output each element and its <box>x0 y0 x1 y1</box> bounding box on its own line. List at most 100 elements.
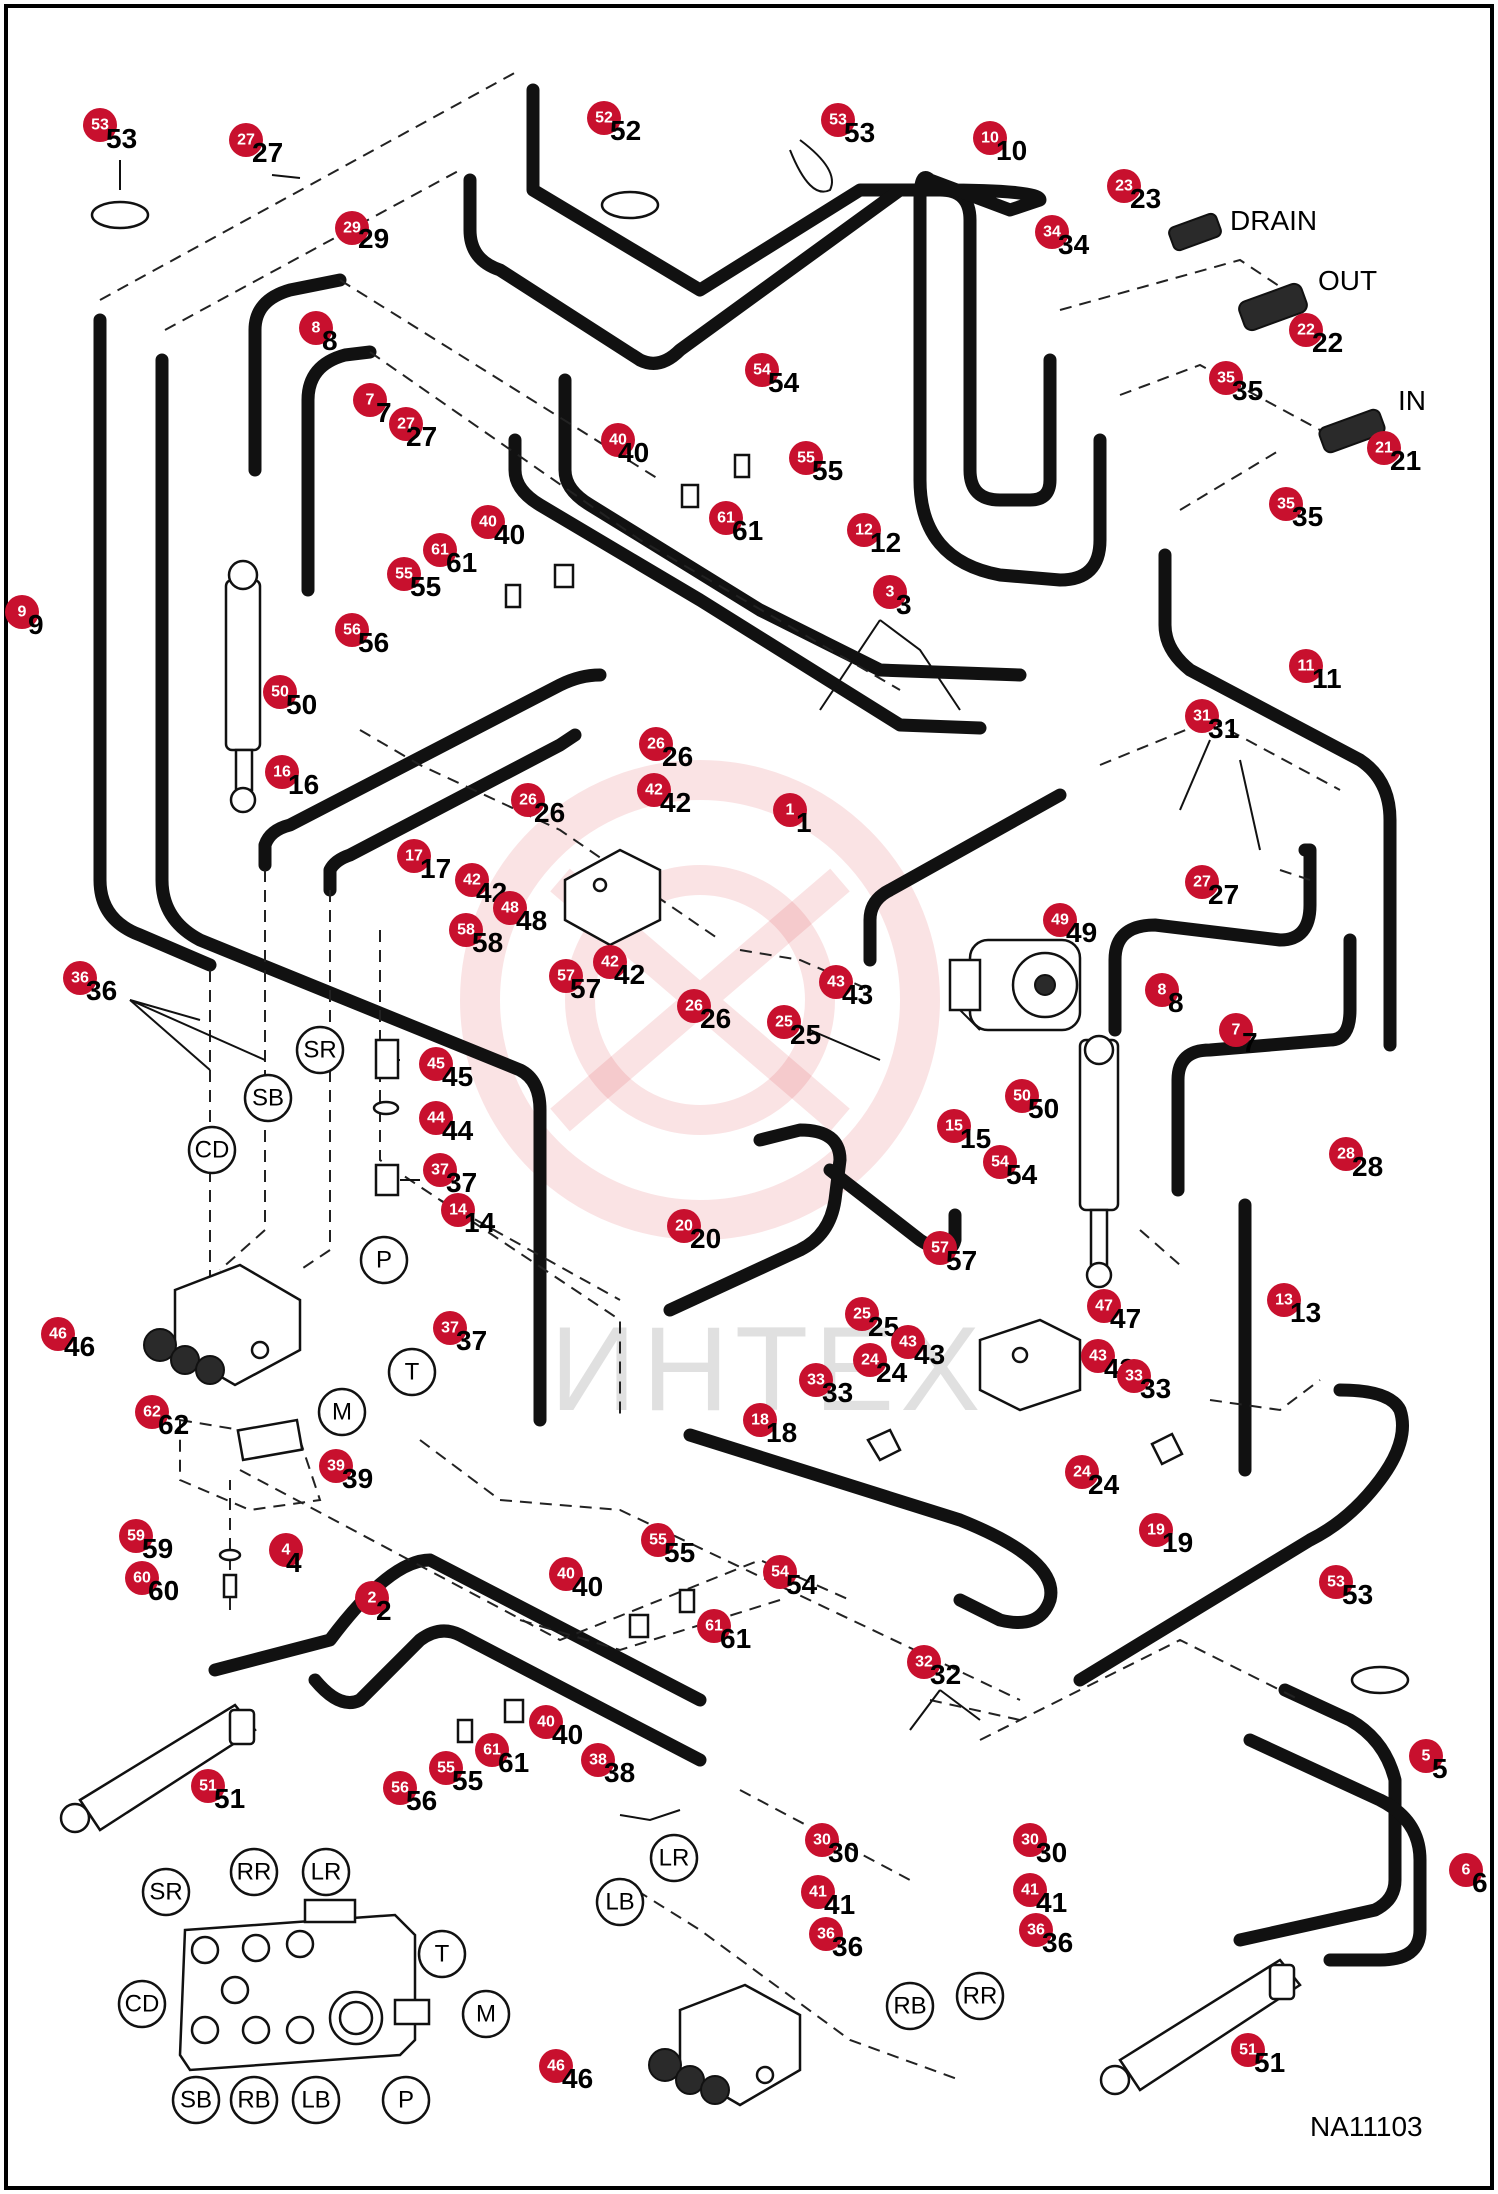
hose-12 <box>463 171 1107 587</box>
part-number-label: 9 <box>28 609 44 640</box>
port-tag-lb: LB <box>595 1877 645 1927</box>
part-number-label: 4 <box>286 1547 302 1578</box>
part-number-label: 33 <box>822 1377 853 1408</box>
port-tag-circle <box>359 1235 409 1285</box>
hose-1 <box>863 788 1067 967</box>
port-tag-label: T <box>435 1941 450 1968</box>
callout-bubble-number: 53 <box>829 112 847 129</box>
part-number-label: 11 <box>1312 663 1342 694</box>
part-number-label: 8 <box>1168 987 1184 1018</box>
callout-bubble-number: 50 <box>1013 1088 1031 1105</box>
callout-bubble-number: 26 <box>519 792 537 809</box>
callout-bubble-number: 42 <box>463 872 481 889</box>
part-number-label: 28 <box>1352 1151 1383 1182</box>
callout-bubble-number: 23 <box>1115 178 1133 195</box>
callout-bubble-number: 61 <box>717 510 735 527</box>
callout-bubble-number: 4 <box>282 1542 291 1559</box>
part-number-label: 38 <box>604 1757 635 1788</box>
part-number-label: 24 <box>1088 1469 1120 1500</box>
callout-bubble-number: 61 <box>705 1618 723 1635</box>
callout-bubble <box>637 773 671 807</box>
callout-bubble <box>1139 1513 1173 1547</box>
part-number-label: 30 <box>1036 1837 1067 1868</box>
port-tag-lr: LR <box>649 1833 699 1883</box>
cylinder-51-left <box>59 1703 257 1834</box>
hose-7-lower <box>1171 933 1357 1197</box>
callout-bubble <box>353 383 387 417</box>
port-tag-label: LR <box>311 1859 342 1886</box>
part-number-label: 13 <box>1290 1297 1321 1328</box>
part-number-label: 10 <box>996 135 1027 166</box>
callout-bubble <box>593 945 627 979</box>
port-tag-lb: LB <box>291 2075 341 2125</box>
callout-bubble-number: 55 <box>437 1760 455 1777</box>
part-number-label: 56 <box>358 627 389 658</box>
port-tag-m: M <box>317 1387 367 1437</box>
part-number-label: 54 <box>786 1569 818 1600</box>
callout-bubble-number: 40 <box>479 514 497 531</box>
callout-bubble-number: 35 <box>1217 370 1235 387</box>
callout-bubble-number: 33 <box>807 1372 825 1389</box>
part-number-label: 50 <box>1028 1093 1059 1124</box>
callout-bubble-number: 36 <box>817 1926 835 1943</box>
callout-bubble <box>847 513 881 547</box>
callout-bubble-number: 25 <box>853 1306 871 1323</box>
port-tag-t: T <box>417 1929 467 1979</box>
part-number-label: 14 <box>464 1207 496 1238</box>
part-number-label: 26 <box>700 1003 731 1034</box>
part-number-label: 18 <box>766 1417 797 1448</box>
callout-8: 88 <box>299 311 338 356</box>
port-tag-circle <box>955 1971 1005 2021</box>
callout-bubble <box>263 675 297 709</box>
callout-bubble <box>845 1297 879 1331</box>
part-number-label: 1 <box>796 807 812 838</box>
callout-bubble-number: 1 <box>786 802 795 819</box>
port-tag-circle <box>171 2075 221 2125</box>
hose-14 <box>155 353 547 1427</box>
callout-bubble <box>125 1561 159 1595</box>
callout-bubble <box>677 989 711 1023</box>
port-tag-label: LB <box>301 2087 330 2114</box>
part-number-label: 25 <box>790 1019 821 1050</box>
part-number-label: 55 <box>664 1537 695 1568</box>
part-number-label: 15 <box>960 1123 991 1154</box>
callout-bubble <box>1289 649 1323 683</box>
callout-bubble <box>549 1557 583 1591</box>
callout-bubble <box>389 407 423 441</box>
part-number-label: 57 <box>946 1245 977 1276</box>
port-tag-circle <box>301 1847 351 1897</box>
hose-20 <box>663 1123 847 1317</box>
callout-bubble <box>973 121 1007 155</box>
cylinder-51-right <box>1099 1958 1302 2096</box>
part-number-label: 23 <box>1130 183 1161 214</box>
part-number-label: 37 <box>456 1325 487 1356</box>
part-number-label: 49 <box>1066 917 1097 948</box>
part-number-label: 43 <box>842 979 873 1010</box>
part-number-label: 29 <box>358 223 389 254</box>
port-tag-label: RR <box>237 1859 272 1886</box>
callout-bubble <box>1269 487 1303 521</box>
cylinder-50-right <box>1078 1038 1120 1212</box>
port-tag-label: CD <box>125 1991 160 2018</box>
part-number-label: 47 <box>1110 1303 1141 1334</box>
port-tag-label: RR <box>963 1983 998 2010</box>
callout-bubble-number: 32 <box>915 1654 933 1671</box>
